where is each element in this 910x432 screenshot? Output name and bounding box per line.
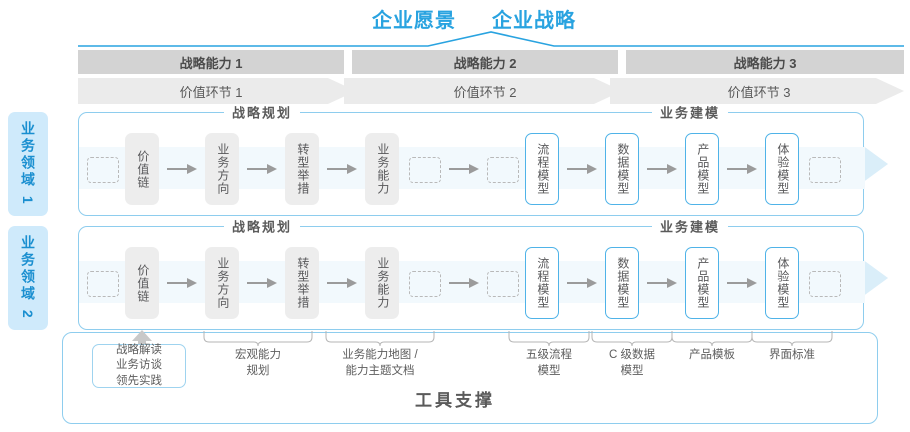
placeholder-box <box>409 271 441 297</box>
node-transformation-measures[interactable]: 转型举措 <box>285 133 319 205</box>
node-value-chain[interactable]: 价值链 <box>125 133 159 205</box>
placeholder-box <box>87 271 119 297</box>
sidebar-item-domain-1[interactable]: 业务领域 1 <box>8 112 48 216</box>
domain-1-row: 价值链 业务方向 转型举措 业务能力 流程模型 数据模型 产品模型 体 <box>78 112 865 216</box>
section-caption-modeling-1: 业务建模 <box>651 102 729 122</box>
foot-label-product-template: 产品模板 <box>689 349 735 361</box>
tool-support-title: 工具支撑 <box>415 391 495 410</box>
placeholder-box <box>409 157 441 183</box>
brace-ui-standard <box>751 331 833 346</box>
domain-2-row: 价值链 业务方向 转型举措 业务能力 流程模型 数据模型 产品模型 体 <box>78 226 865 330</box>
placeholder-box <box>487 271 519 297</box>
capability-cell-3[interactable]: 战略能力 3 <box>626 50 904 74</box>
node-experience-model[interactable]: 体验模型 <box>765 133 799 205</box>
arrow-icon <box>647 278 677 288</box>
node-label: 流程模型 <box>535 143 550 195</box>
capability-cell-1[interactable]: 战略能力 1 <box>78 50 344 74</box>
foot-label-data-model: C 级数据 模型 <box>609 349 655 377</box>
value-chain-cell-3[interactable]: 价值环节 3 <box>727 84 791 100</box>
node-label: 体验模型 <box>775 257 790 309</box>
tool-support-container <box>62 332 878 424</box>
capability-cell-2[interactable]: 战略能力 2 <box>352 50 618 74</box>
node-business-capability[interactable]: 业务能力 <box>365 247 399 319</box>
brace-process-model <box>508 331 590 346</box>
node-value-chain[interactable]: 价值链 <box>125 247 159 319</box>
value-chain-chevrons <box>78 78 904 104</box>
node-label: 业务方向 <box>215 143 230 195</box>
strategic-capability-row: 战略能力 1 战略能力 2 战略能力 3 <box>78 50 904 74</box>
domain-2-label: 业务领域 2 <box>20 235 36 321</box>
node-process-model[interactable]: 流程模型 <box>525 247 559 319</box>
node-business-direction[interactable]: 业务方向 <box>205 247 239 319</box>
brace-data-model <box>591 331 673 346</box>
foot-label-process-model: 五级流程 模型 <box>526 349 572 377</box>
domain-1-label: 业务领域 1 <box>20 121 36 207</box>
placeholder-box <box>87 157 119 183</box>
arrow-icon <box>647 164 677 174</box>
node-label: 转型举措 <box>295 257 310 309</box>
foot-label-ui-standard: 界面标准 <box>769 349 815 361</box>
arrow-icon <box>167 278 197 288</box>
foot-label-macro-capability: 宏观能力 规划 <box>235 349 281 377</box>
node-product-model[interactable]: 产品模型 <box>685 247 719 319</box>
node-label: 产品模型 <box>695 143 710 195</box>
arrow-icon <box>449 278 479 288</box>
vision-connector-line <box>78 31 904 47</box>
node-product-model[interactable]: 产品模型 <box>685 133 719 205</box>
value-chain-row: 价值环节 1 价值环节 2 价值环节 3 <box>78 78 904 104</box>
arrow-icon <box>167 164 197 174</box>
brace-capability-map <box>325 331 435 346</box>
capability-gap-1 <box>344 50 352 74</box>
node-label: 价值链 <box>135 149 150 189</box>
node-label: 业务能力 <box>375 257 390 309</box>
value-chain-cell-2[interactable]: 价值环节 2 <box>453 84 517 100</box>
arrow-icon <box>449 164 479 174</box>
node-label: 产品模型 <box>695 257 710 309</box>
foot-label-capability-map: 业务能力地图 / 能力主题文档 <box>342 349 418 377</box>
sidebar-item-domain-2[interactable]: 业务领域 2 <box>8 226 48 330</box>
arrow-icon <box>327 164 357 174</box>
placeholder-box <box>809 271 841 297</box>
node-label: 数据模型 <box>615 257 630 309</box>
section-caption-planning-2: 战略规划 <box>223 216 301 236</box>
arrow-icon <box>247 278 277 288</box>
enterprise-strategy-title: 企业战略 <box>492 10 576 32</box>
section-caption-modeling-2: 业务建模 <box>651 216 729 236</box>
strategy-input-box[interactable]: 战略解读 业务访谈 领先实践 <box>92 344 186 388</box>
node-label: 业务能力 <box>375 143 390 195</box>
node-transformation-measures[interactable]: 转型举措 <box>285 247 319 319</box>
enterprise-vision-title: 企业愿景 <box>372 10 456 32</box>
brace-product-template <box>671 331 753 346</box>
arrow-icon <box>567 278 597 288</box>
node-business-capability[interactable]: 业务能力 <box>365 133 399 205</box>
node-data-model[interactable]: 数据模型 <box>605 133 639 205</box>
arrow-icon <box>727 278 757 288</box>
arrow-icon <box>567 164 597 174</box>
node-label: 数据模型 <box>615 143 630 195</box>
placeholder-box <box>809 157 841 183</box>
brace-macro-capability <box>203 331 313 346</box>
node-label: 转型举措 <box>295 143 310 195</box>
node-label: 体验模型 <box>775 143 790 195</box>
capability-gap-2 <box>618 50 626 74</box>
arrow-icon <box>327 278 357 288</box>
value-chain-cell-1[interactable]: 价值环节 1 <box>179 84 243 100</box>
up-arrow-icon <box>132 330 152 352</box>
node-experience-model[interactable]: 体验模型 <box>765 247 799 319</box>
node-data-model[interactable]: 数据模型 <box>605 247 639 319</box>
arrow-icon <box>727 164 757 174</box>
node-business-direction[interactable]: 业务方向 <box>205 133 239 205</box>
node-process-model[interactable]: 流程模型 <box>525 133 559 205</box>
node-label: 价值链 <box>135 263 150 303</box>
arrow-icon <box>247 164 277 174</box>
section-caption-planning-1: 战略规划 <box>223 102 301 122</box>
node-label: 业务方向 <box>215 257 230 309</box>
placeholder-box <box>487 157 519 183</box>
node-label: 流程模型 <box>535 257 550 309</box>
